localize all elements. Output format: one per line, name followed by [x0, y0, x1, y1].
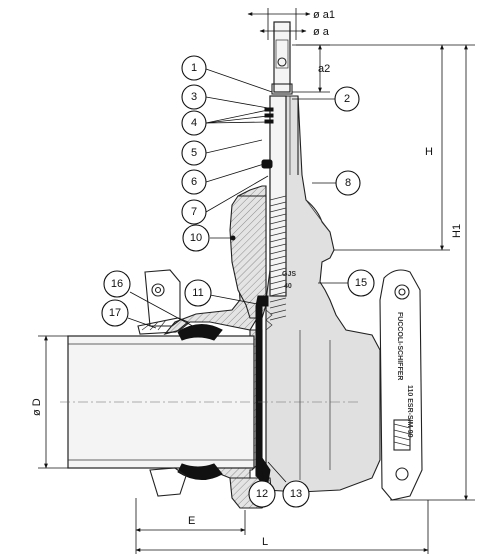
dimension-E-L: E L: [135, 498, 429, 554]
dim-label-E: E: [188, 515, 195, 527]
callout-2: 2: [334, 86, 360, 112]
svg-text:1: 1: [191, 62, 197, 74]
callout-8: 8: [335, 170, 361, 196]
casting-mark-bottom: 40: [284, 283, 292, 290]
svg-text:7: 7: [191, 206, 197, 218]
stem-threads: [269, 195, 287, 321]
dim-label-dia-a: ø a: [313, 26, 330, 38]
markings: GJS 40 FUCCOLI-SCHIFFER 110 ESR-SIM-99: [282, 271, 413, 438]
callout-15: 15: [347, 269, 375, 297]
dim-label-dia-a1: ø a1: [313, 9, 335, 21]
pipe: [60, 324, 360, 480]
callout-5: 5: [181, 140, 207, 166]
callout-17: 17: [101, 299, 129, 327]
svg-text:15: 15: [355, 277, 367, 289]
svg-text:2: 2: [344, 93, 350, 105]
dim-label-a2: a2: [318, 63, 330, 75]
callout-7: 7: [181, 199, 207, 225]
callout-16: 16: [103, 270, 131, 298]
callout-1: 1: [181, 55, 207, 81]
right-clamp: [379, 269, 423, 501]
dimension-dia-D: ø D: [31, 335, 68, 469]
svg-text:5: 5: [191, 147, 197, 159]
valve-body: [265, 95, 381, 493]
dimension-H: H H1: [296, 44, 475, 501]
svg-text:6: 6: [191, 176, 197, 188]
dim-label-H: H: [425, 146, 433, 158]
callout-10: 10: [182, 224, 210, 252]
dim-label-dia-D: ø D: [31, 398, 43, 416]
callout-6: 6: [181, 169, 207, 195]
dim-label-H1: H1: [451, 224, 463, 238]
callouts: 1 2 3 4 5 6 7 8 10 11 12 13 15 16 17: [101, 55, 375, 508]
dimension-a2: a2: [292, 44, 330, 93]
svg-text:3: 3: [191, 91, 197, 103]
leader-lines: [127, 68, 348, 483]
svg-text:8: 8: [345, 177, 351, 189]
callout-13: 13: [282, 480, 310, 508]
svg-text:17: 17: [109, 307, 121, 319]
svg-text:10: 10: [190, 232, 202, 244]
callout-12: 12: [248, 480, 276, 508]
wedge: [255, 295, 273, 485]
callout-4: 4: [181, 110, 207, 136]
coupling-code-mark: 110 ESR-SIM-99: [406, 385, 413, 438]
svg-text:12: 12: [256, 488, 268, 500]
dim-label-L: L: [262, 536, 268, 548]
callout-3: 3: [181, 84, 207, 110]
casting-mark-top: GJS: [282, 271, 296, 278]
svg-text:11: 11: [192, 287, 203, 299]
stem: [261, 21, 293, 321]
svg-text:13: 13: [290, 488, 302, 500]
coupling-brand-mark: FUCCOLI-SCHIFFER: [396, 312, 403, 380]
svg-text:4: 4: [191, 117, 197, 129]
dimension-dia-a: ø a1 ø a: [247, 8, 335, 40]
svg-text:16: 16: [111, 278, 123, 290]
callout-11: 11: [184, 279, 212, 307]
